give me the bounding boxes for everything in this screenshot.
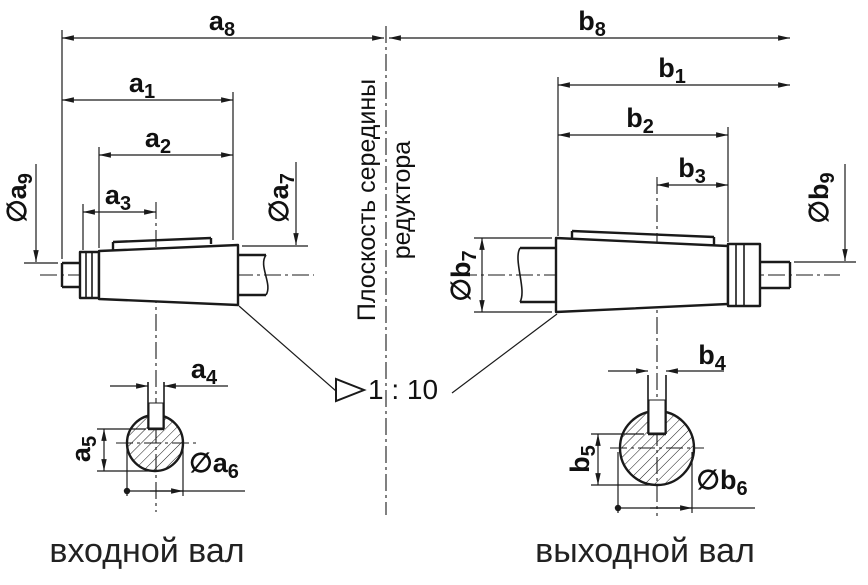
dim-label-a9: ∅a9 [2, 173, 37, 223]
dim-label-a5: a5 [66, 436, 101, 462]
dim-label-a8: a8 [209, 6, 235, 41]
dim-a7: ∅a7 [264, 162, 299, 246]
output-shaft-caption: выходной вал [535, 532, 755, 570]
dim-label-a7: ∅a7 [264, 173, 299, 223]
taper-leader-left [238, 305, 337, 392]
dim-b1: b1 [557, 53, 791, 88]
dim-label-a4: a4 [191, 354, 218, 389]
dim-label-b2: b2 [626, 103, 654, 138]
dim-b7: ∅b7 [446, 237, 485, 313]
dim-a8: a8 [61, 6, 385, 41]
dim-b4: b4 [608, 340, 727, 375]
taper-callout: 1 : 10 [238, 305, 558, 405]
center-plane-label: Плоскость середины редуктора [353, 79, 416, 321]
output-shaft-outline [517, 229, 792, 314]
dim-b8: b8 [388, 6, 791, 41]
dim-label-b8: b8 [578, 6, 606, 41]
dim-a2: a2 [98, 123, 234, 158]
input-shaft-caption: входной вал [49, 532, 244, 570]
dim-a1: a1 [61, 68, 234, 103]
dim-label-a2: a2 [145, 123, 171, 158]
dim-b6: ∅b6 [614, 465, 755, 512]
dim-label-b9: ∅b9 [804, 172, 839, 223]
dim-b5: b5 [565, 433, 601, 486]
dim-a5: a5 [66, 428, 107, 472]
output-shaft-section [618, 375, 696, 487]
input-shaft-section [125, 382, 185, 473]
taper-leader-right [451, 313, 558, 394]
dim-a4: a4 [110, 354, 228, 389]
taper-ratio-label: 1 : 10 [368, 374, 438, 405]
taper-triangle-icon [335, 377, 367, 403]
center-plane-label-line2: редуктора [388, 141, 416, 260]
dim-label-b1: b1 [658, 53, 686, 88]
dim-a3: a3 [82, 180, 157, 215]
dim-label-b3: b3 [678, 153, 706, 188]
dim-b3: b3 [656, 153, 729, 188]
dim-label-a3: a3 [105, 180, 131, 215]
dim-a9: ∅a9 [2, 164, 39, 263]
dim-label-a6: ∅a6 [189, 448, 239, 483]
input-shaft-outline [60, 236, 269, 307]
dim-label-b6: ∅b6 [696, 465, 747, 500]
extension-lines [24, 30, 856, 513]
dim-b2: b2 [557, 103, 729, 138]
dim-label-b4: b4 [698, 340, 727, 375]
dim-label-a1: a1 [129, 68, 155, 103]
dim-b9: ∅b9 [804, 164, 848, 262]
dim-label-b7: ∅b7 [446, 250, 481, 301]
dim-label-b5: b5 [565, 445, 600, 473]
dim-a6: ∅a6 [123, 448, 245, 495]
center-plane-label-line1: Плоскость середины [353, 79, 381, 321]
